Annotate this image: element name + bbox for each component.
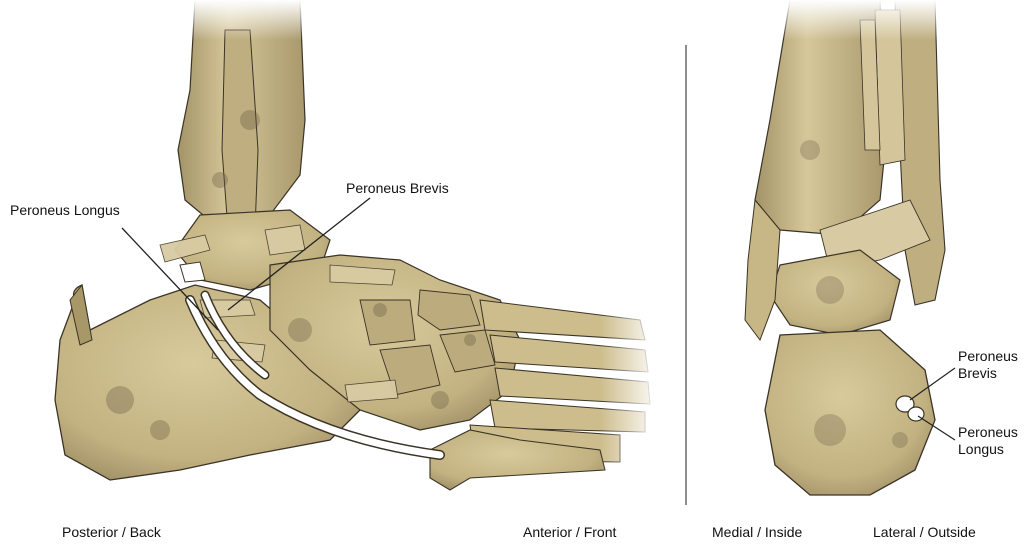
label-medial-inside: Medial / Inside	[712, 524, 802, 541]
label-posterior-peroneus-brevis: Peroneus Brevis	[958, 348, 1018, 382]
label-peroneus-longus: Peroneus Longus	[10, 202, 120, 219]
lateral-view-foot	[55, 0, 660, 490]
label-posterior-back: Posterior / Back	[62, 524, 161, 541]
label-pl-line2: Longus	[958, 441, 1004, 457]
label-peroneus-brevis: Peroneus Brevis	[346, 180, 449, 197]
peroneal-retinaculum	[180, 262, 205, 282]
label-pb-line2: Brevis	[958, 365, 997, 381]
label-pl-line1: Peroneus	[958, 424, 1018, 440]
label-pb-line1: Peroneus	[958, 348, 1018, 364]
label-anterior-front: Anterior / Front	[523, 524, 616, 541]
label-lateral-outside: Lateral / Outside	[873, 524, 976, 541]
label-posterior-peroneus-longus: Peroneus Longus	[958, 424, 1018, 458]
posterior-view-ankle	[745, 0, 950, 495]
